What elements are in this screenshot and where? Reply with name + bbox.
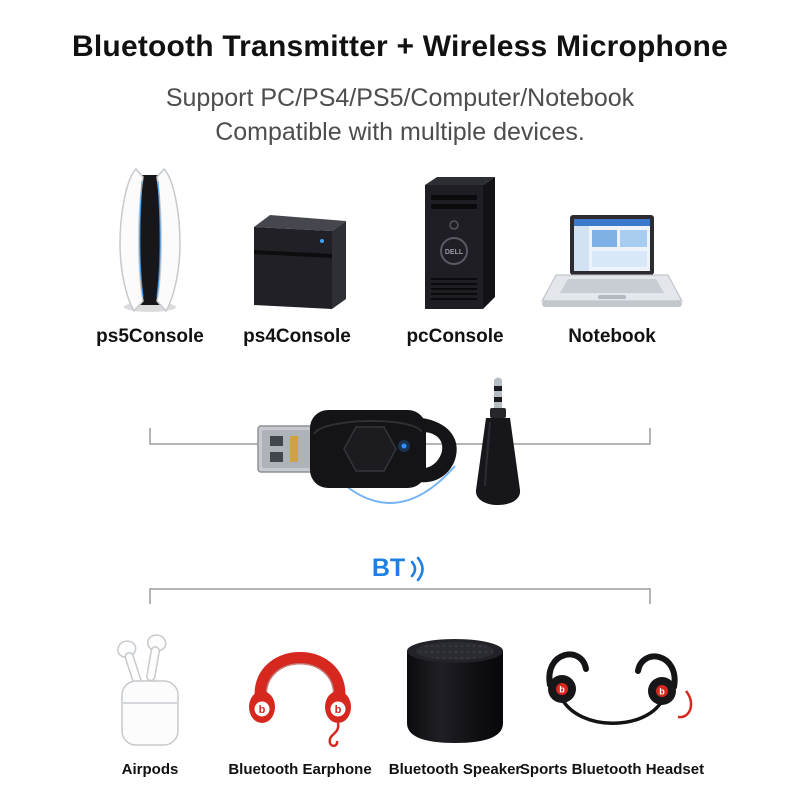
svg-text:DELL: DELL (445, 249, 464, 256)
device-label-ps4: ps4Console (243, 326, 351, 347)
bottom-connector-bracket (149, 588, 651, 604)
device-notebook: Notebook (527, 168, 697, 348)
bt-wave-icon (410, 556, 424, 581)
led-indicator (401, 443, 407, 449)
device-label-speaker: Bluetooth Speaker (388, 761, 522, 778)
svg-text:b: b (259, 704, 266, 716)
svg-text:b: b (659, 687, 665, 697)
headphones-icon: b b (240, 623, 360, 749)
ps5-console-icon (98, 165, 202, 313)
bt-signal-label: BT (0, 554, 800, 583)
device-ps4-console: ps4Console (212, 168, 382, 348)
ps4-console-icon (234, 195, 360, 313)
pc-tower-icon: DELL (403, 173, 507, 313)
device-label-notebook: Notebook (568, 326, 656, 347)
audio-jack-plug (490, 377, 506, 418)
device-bluetooth-earphone: b b Bluetooth Earphone (210, 606, 390, 778)
subtitle-line1: Support PC/PS4/PS5/Computer/Notebook (165, 84, 635, 112)
wireless-microphone-dongle-image (475, 377, 521, 505)
usb-connector (257, 425, 317, 473)
subtitle-line2: Compatible with multiple devices. (215, 118, 585, 146)
device-label-airpods: Airpods (121, 761, 179, 778)
device-airpods: Airpods (60, 606, 240, 778)
usb-bluetooth-adapter-image (257, 410, 457, 488)
airpods-icon (94, 627, 206, 749)
device-pc-tower: DELL pcConsole (370, 168, 540, 348)
svg-text:b: b (559, 685, 565, 695)
device-label-sports-headset: Sports Bluetooth Headset (519, 761, 705, 778)
speaker-icon (393, 625, 517, 749)
device-sports-headset: b b Sports Bluetooth Headset (512, 606, 712, 778)
bt-text: BT (371, 554, 406, 582)
microphone-body (475, 418, 521, 505)
sports-headset-icon: b b (520, 633, 704, 749)
page-title: Bluetooth Transmitter + Wireless Microph… (72, 30, 728, 63)
adapter-body (310, 410, 457, 488)
device-ps5-console: ps5Console (65, 165, 235, 348)
laptop-icon (536, 211, 688, 313)
device-label-ps5: ps5Console (96, 326, 204, 347)
device-label-pc: pcConsole (406, 326, 504, 347)
device-bluetooth-speaker: Bluetooth Speaker (365, 606, 545, 778)
svg-text:b: b (335, 704, 342, 716)
device-label-earphone: Bluetooth Earphone (228, 761, 372, 778)
